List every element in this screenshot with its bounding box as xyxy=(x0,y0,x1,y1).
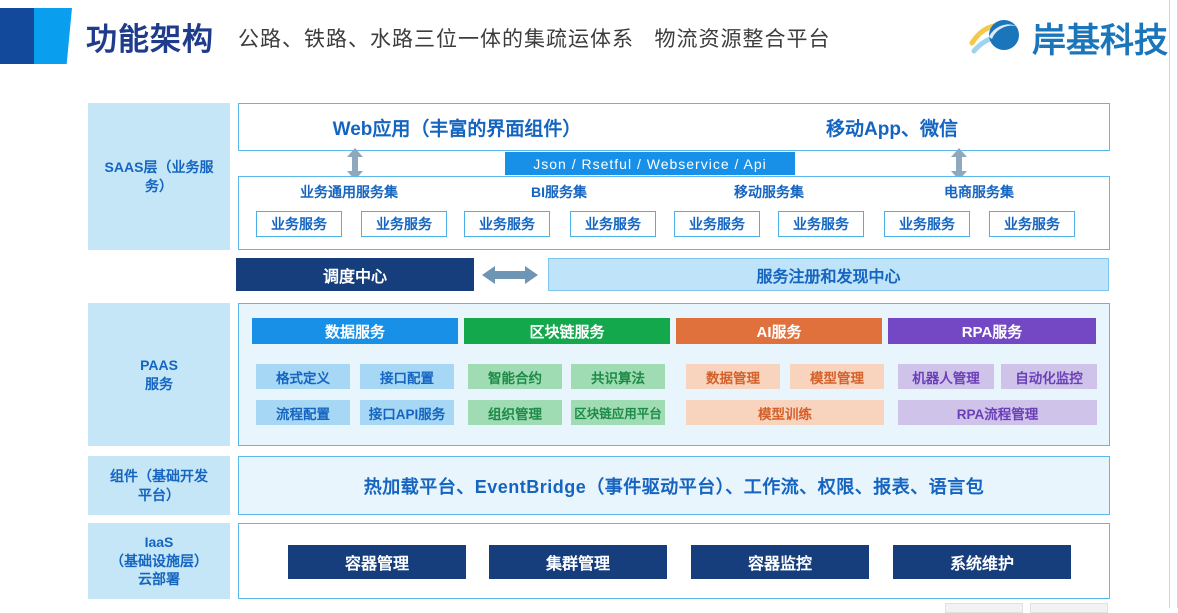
partial-shape-left xyxy=(945,603,1023,613)
saas-service-chip-2-1[interactable]: 业务服务 xyxy=(778,211,864,237)
header-accent-navy-shape xyxy=(0,8,34,64)
paas-category-header-3[interactable]: RPA服务 xyxy=(888,318,1096,344)
saas-service-chip-2-0[interactable]: 业务服务 xyxy=(674,211,760,237)
saas-app-mobile[interactable]: 移动App、微信 xyxy=(675,104,1109,150)
paas-chip-3-r1-1[interactable]: 自动化监控 xyxy=(1001,364,1097,389)
service-registry-bar[interactable]: 服务注册和发现中心 xyxy=(548,258,1109,291)
paas-chip-3-r1-0[interactable]: 机器人管理 xyxy=(898,364,994,389)
scheduler-center-bar[interactable]: 调度中心 xyxy=(236,258,474,291)
paas-chip-0-r2-1[interactable]: 接口API服务 xyxy=(360,400,454,425)
partial-shape-right xyxy=(1030,603,1108,613)
saas-group-title-1: BI服务集 xyxy=(531,184,587,200)
layer-label-saas: SAAS层（业务服务） xyxy=(88,103,230,250)
paas-chip-0-r2-0[interactable]: 流程配置 xyxy=(256,400,350,425)
double-arrow-vertical-icon-right xyxy=(947,148,971,185)
header-accent-blue-shape xyxy=(34,8,72,64)
iaas-button-2[interactable]: 容器监控 xyxy=(691,545,869,579)
component-panel xyxy=(238,456,1110,515)
saas-api-protocol-bar: Json / Rsetful / Webservice / Api xyxy=(505,152,795,175)
saas-service-chip-0-0[interactable]: 业务服务 xyxy=(256,211,342,237)
paas-chip-0-r1-0[interactable]: 格式定义 xyxy=(256,364,350,389)
page-title: 功能架构 xyxy=(86,21,214,57)
saas-service-chip-3-1[interactable]: 业务服务 xyxy=(989,211,1075,237)
saas-service-chip-0-1[interactable]: 业务服务 xyxy=(361,211,447,237)
paas-category-header-1[interactable]: 区块链服务 xyxy=(464,318,670,344)
layer-label-component: 组件（基础开发平台） xyxy=(88,456,230,515)
paas-chip-1-r2-0[interactable]: 组织管理 xyxy=(468,400,562,425)
page-header: 功能架构 公路、铁路、水路三位一体的集疏运体系 物流资源整合平台 岸基科技 xyxy=(0,0,1178,72)
saas-group-title-2: 移动服务集 xyxy=(734,184,804,200)
double-arrow-vertical-icon-left xyxy=(343,148,367,185)
layer-label-iaas: IaaS（基础设施层）云部署 xyxy=(88,523,230,599)
paas-chip-1-r1-1[interactable]: 共识算法 xyxy=(571,364,665,389)
right-divider-line xyxy=(1169,0,1170,608)
saas-service-chip-1-0[interactable]: 业务服务 xyxy=(464,211,550,237)
paas-category-header-0[interactable]: 数据服务 xyxy=(252,318,458,344)
double-arrow-horizontal-icon xyxy=(482,264,538,291)
saas-service-chip-1-1[interactable]: 业务服务 xyxy=(570,211,656,237)
paas-chip-1-r1-0[interactable]: 智能合约 xyxy=(468,364,562,389)
layer-label-component-text: 组件（基础开发平台） xyxy=(110,467,208,503)
saas-group-title-0: 业务通用服务集 xyxy=(300,184,398,200)
paas-category-header-2[interactable]: AI服务 xyxy=(676,318,882,344)
layer-label-iaas-text: IaaS（基础设施层）云部署 xyxy=(110,533,208,588)
page-subtitle: 公路、铁路、水路三位一体的集疏运体系 物流资源整合平台 xyxy=(238,28,831,51)
iaas-button-3[interactable]: 系统维护 xyxy=(893,545,1071,579)
paas-chip-2-r1-0[interactable]: 数据管理 xyxy=(686,364,780,389)
component-content: 热加载平台、EventBridge（事件驱动平台）、工作流、权限、报表、语言包 xyxy=(363,476,985,497)
paas-chip-3-r2-0[interactable]: RPA流程管理 xyxy=(898,400,1097,425)
paas-chip-0-r1-1[interactable]: 接口配置 xyxy=(360,364,454,389)
paas-chip-1-r2-1[interactable]: 区块链应用平台 xyxy=(571,400,665,425)
saas-group-title-3: 电商服务集 xyxy=(944,184,1014,200)
layer-label-saas-text: SAAS层（业务服务） xyxy=(104,158,214,194)
saas-app-web[interactable]: Web应用（丰富的界面组件） xyxy=(239,104,675,150)
iaas-button-1[interactable]: 集群管理 xyxy=(489,545,667,579)
company-logo: 岸基科技 xyxy=(968,10,1168,64)
logo-text: 岸基科技 xyxy=(1032,21,1168,60)
wave-circle-logo-icon xyxy=(968,13,1030,61)
saas-service-chip-3-0[interactable]: 业务服务 xyxy=(884,211,970,237)
iaas-button-0[interactable]: 容器管理 xyxy=(288,545,466,579)
paas-chip-2-r2-0[interactable]: 模型训练 xyxy=(686,400,884,425)
paas-chip-2-r1-1[interactable]: 模型管理 xyxy=(790,364,884,389)
